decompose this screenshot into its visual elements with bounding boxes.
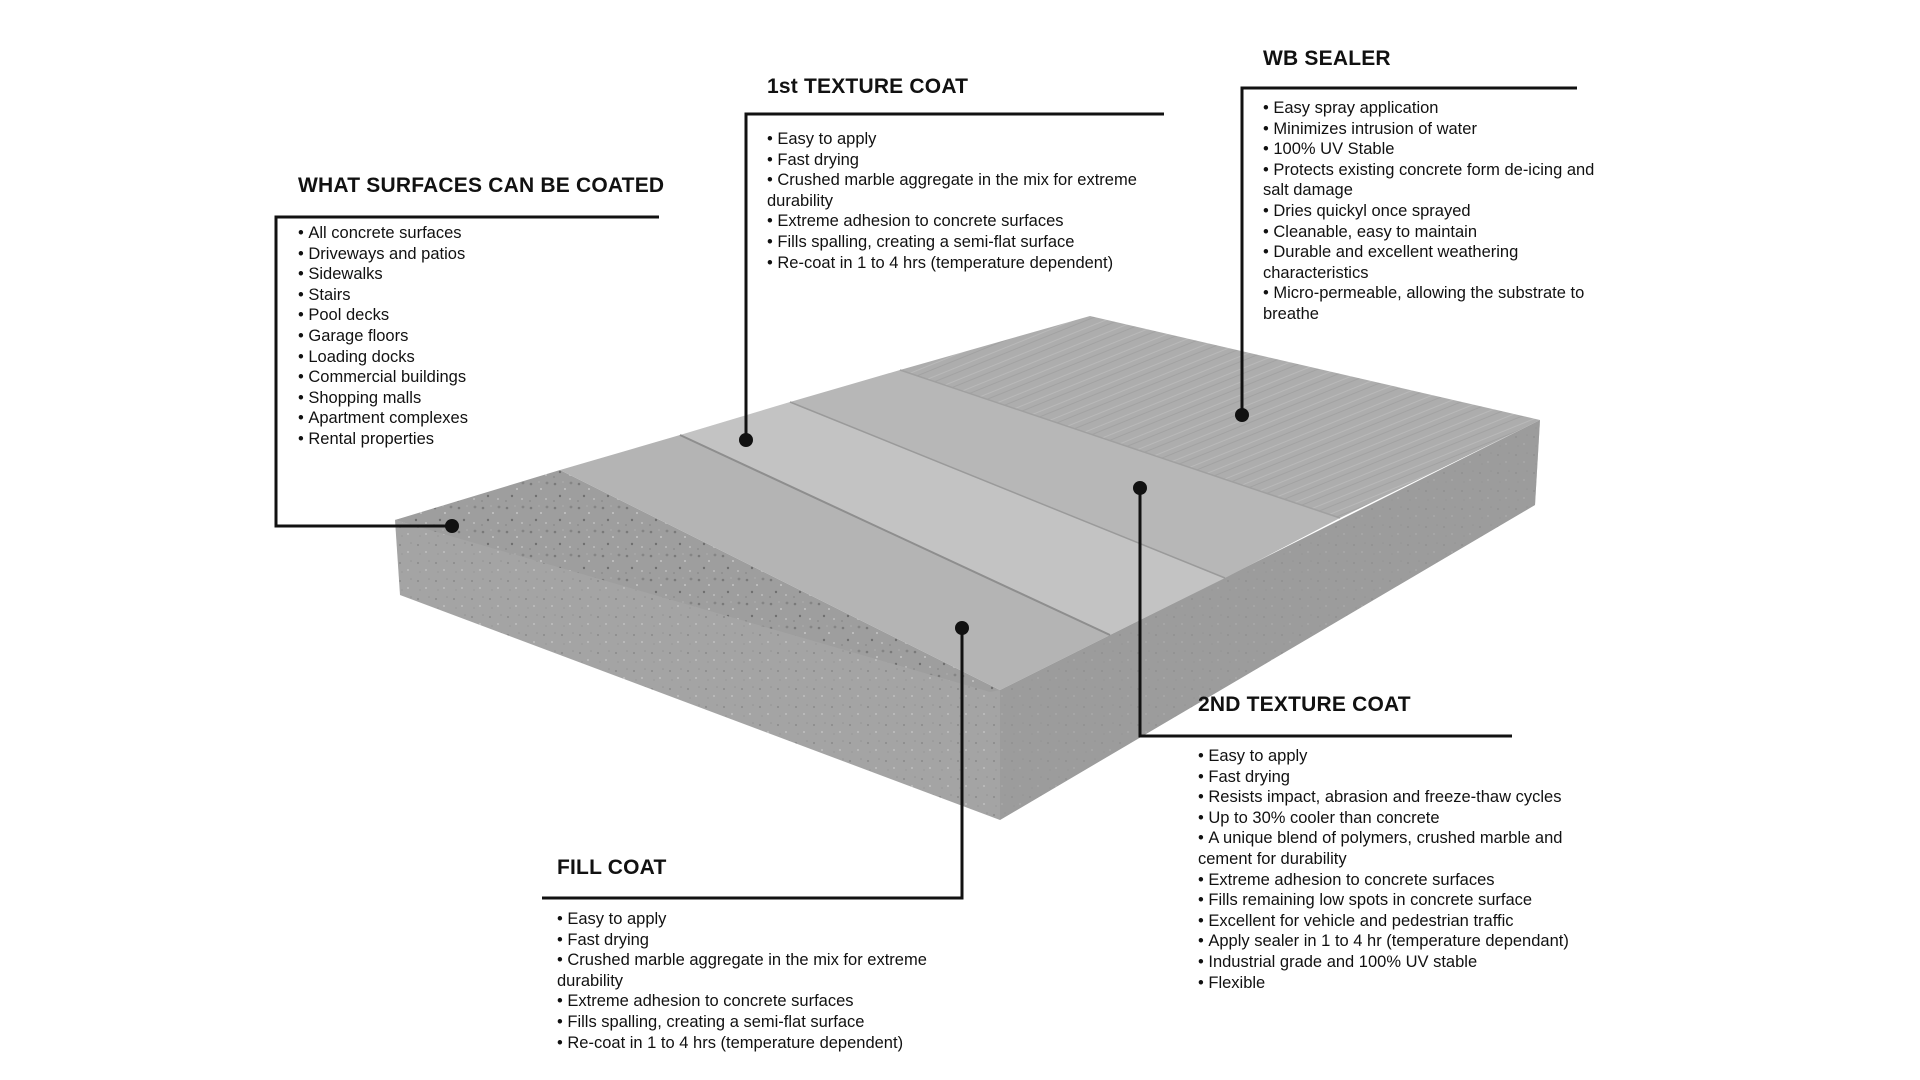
fill-leader-line	[542, 628, 964, 900]
bullet-item: Excellent for vehicle and pedestrian tra…	[1198, 911, 1573, 932]
bullet-item: Shopping malls	[298, 388, 668, 409]
bullet-item: Flexible	[1198, 973, 1573, 994]
bullet-item: Apartment complexes	[298, 408, 668, 429]
bullet-item: Easy to apply	[767, 129, 1177, 150]
bullet-item: Easy to apply	[1198, 746, 1573, 767]
texture1-panel: 1st TEXTURE COAT Easy to applyFast dryin…	[767, 75, 1177, 273]
bullet-item: All concrete surfaces	[298, 223, 668, 244]
bullet-item: Fast drying	[557, 930, 967, 951]
bullet-item: Extreme adhesion to concrete surfaces	[557, 991, 967, 1012]
bullet-item: Re-coat in 1 to 4 hrs (temperature depen…	[767, 253, 1177, 274]
bullet-item: Driveways and patios	[298, 244, 668, 265]
bullet-item: Dries quickyl once sprayed	[1263, 201, 1623, 222]
texture2-panel: 2ND TEXTURE COAT Easy to applyFast dryin…	[1198, 693, 1573, 993]
bullet-item: Loading docks	[298, 347, 668, 368]
bullet-item: Easy spray application	[1263, 98, 1623, 119]
bullet-item: Fills remaining low spots in concrete su…	[1198, 890, 1573, 911]
bullet-item: Easy to apply	[557, 909, 967, 930]
bullet-item: Crushed marble aggregate in the mix for …	[557, 950, 967, 991]
bullet-item: Commercial buildings	[298, 367, 668, 388]
bullet-item: Fast drying	[1198, 767, 1573, 788]
bullet-item: Durable and excellent weathering charact…	[1263, 242, 1623, 283]
bullet-item: Fast drying	[767, 150, 1177, 171]
surfaces-leader-line	[274, 215, 659, 528]
bullet-item: Resists impact, abrasion and freeze-thaw…	[1198, 787, 1573, 808]
fill-coat-strip	[560, 435, 1110, 690]
bullet-item: 100% UV Stable	[1263, 139, 1623, 160]
bullet-item: Apply sealer in 1 to 4 hr (temperature d…	[1198, 931, 1573, 952]
bullet-item: Fills spalling, creating a semi-flat sur…	[557, 1012, 967, 1033]
seam-line	[789, 401, 1226, 579]
sealer-title: WB SEALER	[1263, 47, 1391, 70]
bullet-item: Extreme adhesion to concrete surfaces	[1198, 870, 1573, 891]
bullet-item: Cleanable, easy to maintain	[1263, 222, 1623, 243]
bullet-item: Sidewalks	[298, 264, 668, 285]
bullet-item: Fills spalling, creating a semi-flat sur…	[767, 232, 1177, 253]
texture1-list: Easy to applyFast dryingCrushed marble a…	[767, 129, 1177, 273]
bullet-item: Micro-permeable, allowing the substrate …	[1263, 283, 1623, 324]
surfaces-list: All concrete surfacesDriveways and patio…	[298, 223, 668, 450]
bullet-item: Protects existing concrete form de-icing…	[1263, 160, 1623, 201]
sealer-leader-line	[1240, 86, 1577, 415]
fill-title: FILL COAT	[557, 856, 667, 879]
sealer-list: Easy spray applicationMinimizes intrusio…	[1263, 98, 1623, 325]
bullet-item: Industrial grade and 100% UV stable	[1198, 952, 1573, 973]
bare-concrete-top	[395, 470, 1000, 690]
wb-sealer-strip	[900, 316, 1540, 518]
texture1-title: 1st TEXTURE COAT	[767, 75, 969, 98]
fill-list: Easy to applyFast dryingCrushed marble a…	[557, 909, 967, 1053]
surfaces-title: WHAT SURFACES CAN BE COATED	[298, 174, 665, 197]
bullet-item: Extreme adhesion to concrete surfaces	[767, 211, 1177, 232]
texture2-anchor-dot	[1133, 481, 1147, 495]
texture2-list: Easy to applyFast dryingResists impact, …	[1198, 746, 1573, 993]
surfaces-panel: WHAT SURFACES CAN BE COATED All concrete…	[298, 174, 668, 450]
bullet-item: A unique blend of polymers, crushed marb…	[1198, 828, 1573, 869]
bullet-item: Pool decks	[298, 305, 668, 326]
bullet-item: Rental properties	[298, 429, 668, 450]
sealer-panel: WB SEALER Easy spray applicationMinimize…	[1263, 47, 1623, 325]
fill-panel: FILL COAT Easy to applyFast dryingCrushe…	[557, 856, 967, 1053]
slab-right-face-shade	[1000, 420, 1540, 820]
bullet-item: Re-coat in 1 to 4 hrs (temperature depen…	[557, 1033, 967, 1054]
texture2-title: 2ND TEXTURE COAT	[1198, 693, 1411, 716]
first-texture-coat-strip	[680, 402, 1225, 635]
slab-front-face	[395, 520, 1000, 820]
bullet-item: Up to 30% cooler than concrete	[1198, 808, 1573, 829]
bullet-item: Minimizes intrusion of water	[1263, 119, 1623, 140]
seam-line	[899, 369, 1341, 519]
sealer-anchor-dot	[1235, 408, 1249, 422]
texture2-leader-line	[1138, 488, 1512, 738]
surfaces-anchor-dot	[445, 519, 459, 533]
bullet-item: Stairs	[298, 285, 668, 306]
fill-anchor-dot	[955, 621, 969, 635]
bullet-item: Garage floors	[298, 326, 668, 347]
bullet-item: Crushed marble aggregate in the mix for …	[767, 170, 1177, 211]
texture1-anchor-dot	[739, 433, 753, 447]
second-texture-coat-strip	[790, 370, 1340, 578]
seam-line	[679, 434, 1111, 636]
texture1-leader-line	[744, 112, 1164, 440]
